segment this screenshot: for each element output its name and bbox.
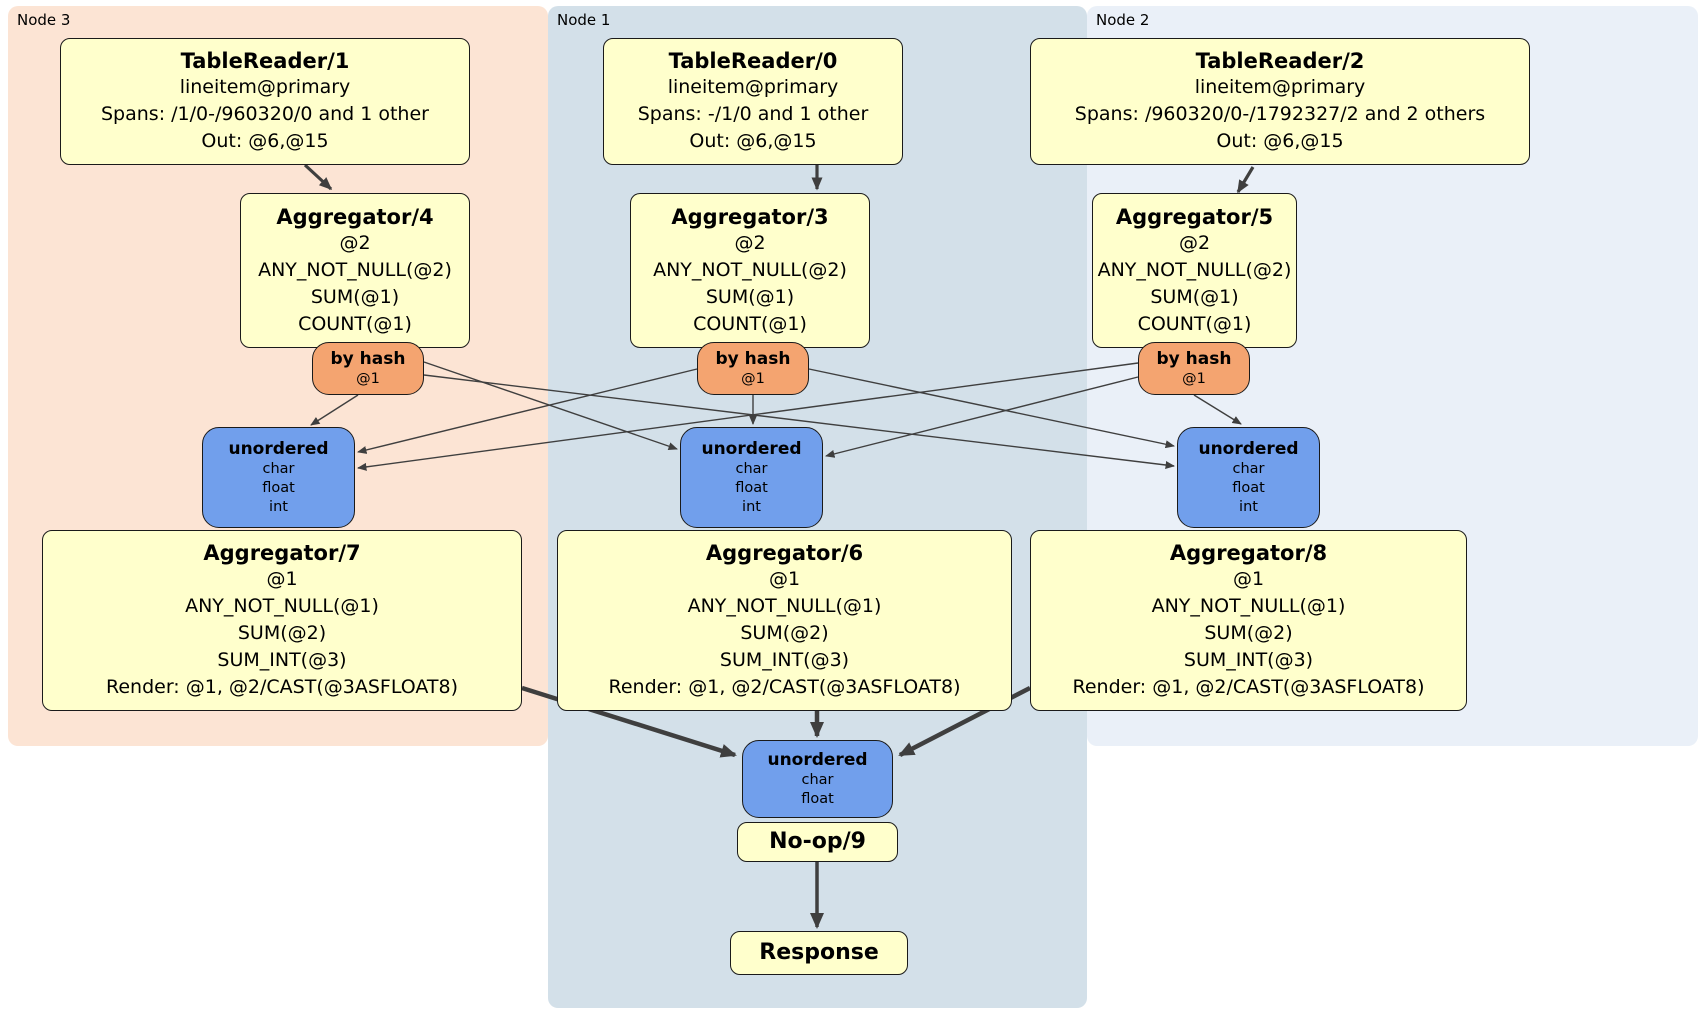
processor-detail: COUNT(@1) — [693, 312, 807, 335]
hash-router-node1: by hash @1 — [697, 342, 809, 395]
sync-detail: int — [269, 498, 288, 515]
hash-router-node2: by hash @1 — [1138, 342, 1250, 395]
processor-detail: Out: @6,@15 — [1216, 130, 1344, 152]
sync-title: unordered — [767, 749, 868, 770]
sync-title: unordered — [228, 438, 329, 459]
edge-router2-sync3 — [357, 362, 1139, 471]
processor-detail: @1 — [266, 568, 298, 590]
processor-detail: SUM_INT(@3) — [1183, 649, 1314, 671]
tablereader-0-box: TableReader/0 lineitem@primary Spans: -/… — [603, 38, 903, 165]
final-unordered-sync: unordered char float — [742, 740, 893, 818]
sync-detail: char — [262, 460, 295, 477]
router-detail: @1 — [356, 370, 380, 387]
processor-detail: ANY_NOT_NULL(@1) — [687, 595, 882, 617]
sync-title: unordered — [701, 438, 802, 459]
processor-detail: @2 — [1178, 231, 1211, 254]
processor-detail: lineitem@primary — [667, 76, 839, 98]
aggregator-7-box: Aggregator/7 @1 ANY_NOT_NULL(@1) SUM(@2)… — [42, 530, 522, 711]
aggregator-5-box: Aggregator/5 @2 ANY_NOT_NULL(@2) SUM(@1)… — [1092, 193, 1297, 348]
tablereader-1-box: TableReader/1 lineitem@primary Spans: /1… — [60, 38, 470, 165]
processor-detail: @1 — [768, 568, 801, 590]
unordered-sync-node2: unordered char float int — [1177, 427, 1320, 528]
processor-detail: ANY_NOT_NULL(@2) — [653, 258, 847, 281]
node-2-label: Node 2 — [1096, 11, 1150, 29]
processor-detail: SUM(@1) — [1150, 285, 1239, 308]
sync-detail: int — [742, 498, 761, 515]
sync-detail: int — [1239, 498, 1258, 515]
processor-title: No-op/9 — [769, 829, 866, 854]
processor-detail: Render: @1, @2/CAST(@3ASFLOAT8) — [1072, 676, 1425, 698]
processor-detail: SUM(@2) — [740, 622, 829, 644]
processor-title: TableReader/0 — [668, 49, 838, 73]
processor-detail: @2 — [734, 231, 766, 254]
node-1-label: Node 1 — [557, 11, 611, 29]
processor-detail: Spans: -/1/0 and 1 other — [637, 103, 869, 125]
processor-title: Aggregator/7 — [203, 541, 361, 565]
processor-detail: lineitem@primary — [179, 76, 351, 98]
edge-router2-sync2 — [1193, 394, 1242, 425]
response-box: Response — [730, 931, 908, 975]
node-3-label: Node 3 — [17, 11, 71, 29]
processor-title: Aggregator/4 — [276, 204, 434, 229]
processor-detail: @1 — [1232, 568, 1265, 590]
hash-router-node3: by hash @1 — [312, 342, 424, 395]
router-detail: @1 — [1182, 370, 1206, 387]
sync-detail: float — [262, 479, 295, 496]
sync-title: unordered — [1198, 438, 1299, 459]
unordered-sync-node1: unordered char float int — [680, 427, 823, 528]
edge-tr2-agg5 — [1236, 166, 1255, 194]
unordered-sync-node3: unordered char float int — [202, 427, 355, 528]
aggregator-6-box: Aggregator/6 @1 ANY_NOT_NULL(@1) SUM(@2)… — [557, 530, 1012, 711]
aggregator-8-box: Aggregator/8 @1 ANY_NOT_NULL(@1) SUM(@2)… — [1030, 530, 1467, 711]
sync-detail: char — [735, 460, 768, 477]
processor-detail: Render: @1, @2/CAST(@3ASFLOAT8) — [106, 676, 458, 698]
processor-detail: COUNT(@1) — [298, 312, 412, 335]
processor-detail: SUM(@2) — [1204, 622, 1293, 644]
processor-detail: SUM(@1) — [310, 285, 400, 308]
router-detail: @1 — [741, 370, 765, 387]
processor-title: Aggregator/3 — [671, 204, 829, 229]
sync-detail: char — [1232, 460, 1265, 477]
processor-title: Aggregator/8 — [1169, 541, 1328, 565]
edge-tr1-agg4 — [303, 163, 333, 191]
processor-detail: Out: @6,@15 — [201, 130, 329, 152]
sync-detail: float — [1232, 479, 1265, 496]
sync-detail: float — [735, 479, 768, 496]
processor-title: TableReader/2 — [1195, 49, 1365, 73]
edge-router1-sync3 — [357, 368, 698, 454]
edge-router3-sync2 — [423, 374, 1175, 469]
processor-detail: @2 — [339, 231, 371, 254]
processor-detail: SUM(@1) — [705, 285, 795, 308]
processor-detail: Spans: /960320/0-/1792327/2 and 2 others — [1074, 103, 1486, 125]
processor-detail: Render: @1, @2/CAST(@3ASFLOAT8) — [608, 676, 961, 698]
processor-detail: SUM_INT(@3) — [217, 649, 347, 671]
aggregator-3-box: Aggregator/3 @2 ANY_NOT_NULL(@2) SUM(@1)… — [630, 193, 870, 348]
processor-detail: COUNT(@1) — [1137, 312, 1252, 335]
router-title: by hash — [715, 348, 791, 369]
processor-detail: SUM_INT(@3) — [719, 649, 850, 671]
processor-detail: ANY_NOT_NULL(@2) — [258, 258, 452, 281]
sync-detail: char — [801, 771, 834, 788]
processor-detail: Out: @6,@15 — [689, 130, 817, 152]
processor-detail: SUM(@2) — [237, 622, 327, 644]
router-title: by hash — [1156, 348, 1232, 369]
processor-detail: ANY_NOT_NULL(@1) — [1151, 595, 1346, 617]
processor-detail: ANY_NOT_NULL(@1) — [185, 595, 379, 617]
processor-detail: lineitem@primary — [1194, 76, 1366, 98]
edge-router2-sync1 — [825, 376, 1139, 458]
processor-title: Aggregator/6 — [705, 541, 864, 565]
edge-router1-sync2 — [808, 368, 1175, 449]
noop-9-box: No-op/9 — [737, 822, 898, 862]
processor-title: TableReader/1 — [180, 49, 350, 73]
sync-detail: float — [801, 790, 834, 807]
processor-title: Aggregator/5 — [1115, 204, 1274, 229]
processor-title: Response — [759, 940, 879, 965]
processor-detail: ANY_NOT_NULL(@2) — [1097, 258, 1292, 281]
aggregator-4-box: Aggregator/4 @2 ANY_NOT_NULL(@2) SUM(@1)… — [240, 193, 470, 348]
tablereader-2-box: TableReader/2 lineitem@primary Spans: /9… — [1030, 38, 1530, 165]
processor-detail: Spans: /1/0-/960320/0 and 1 other — [101, 103, 429, 125]
router-title: by hash — [330, 348, 406, 369]
edge-router3-sync3 — [310, 394, 359, 426]
